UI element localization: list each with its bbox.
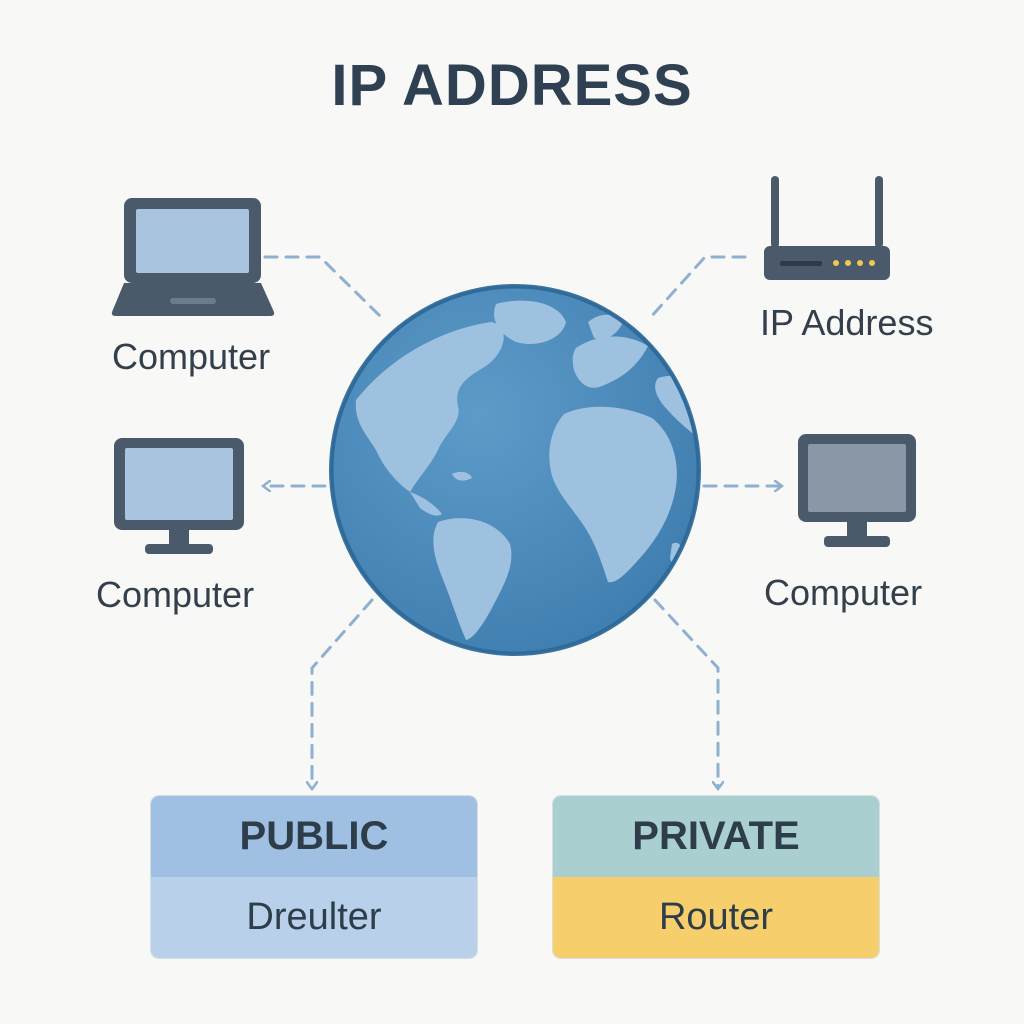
monitor-right-label: Computer (764, 572, 923, 613)
connector-router (648, 255, 747, 320)
monitor-right-node (796, 432, 918, 552)
laptop-label: Computer (112, 336, 271, 377)
connector-laptop (263, 255, 382, 318)
private-box: PRIVATE Router (553, 796, 879, 958)
connector-public (312, 598, 374, 787)
router-node (762, 172, 892, 282)
monitor-left-node (112, 436, 246, 558)
router-icon (764, 176, 890, 280)
laptop-node (108, 194, 278, 319)
public-subtitle: Dreulter (151, 877, 477, 958)
public-box: PUBLIC Dreulter (151, 796, 477, 958)
connector-private (653, 598, 718, 787)
monitor-left-label: Computer (96, 574, 255, 615)
laptop-icon (111, 198, 275, 316)
private-subtitle: Router (553, 877, 879, 958)
globe-icon (329, 284, 701, 656)
monitor-icon (798, 434, 916, 547)
monitor-icon (114, 438, 244, 554)
globe-node (326, 282, 704, 658)
public-title: PUBLIC (151, 796, 477, 877)
page-title: IP ADDRESS (331, 53, 693, 118)
router-label: IP Address (760, 302, 934, 343)
private-title: PRIVATE (553, 796, 879, 877)
